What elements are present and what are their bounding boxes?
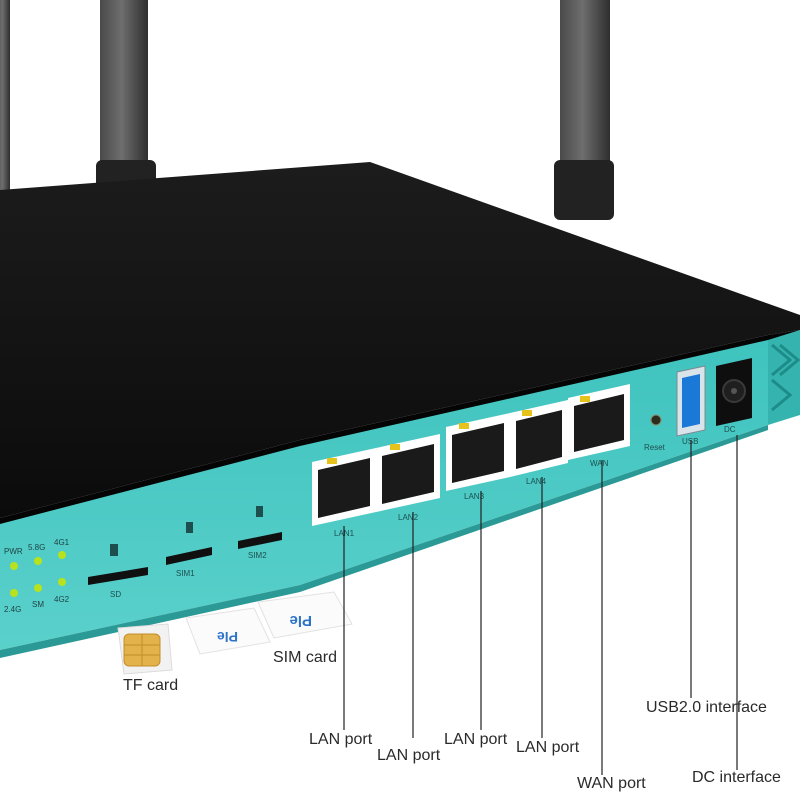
antenna-right-base [554,160,614,220]
antenna-left-edge [0,0,10,200]
sim1-label: SIM1 [176,569,195,578]
sd-slot [88,567,148,585]
sim2-slot [238,532,282,549]
callout-usb-interface: USB2.0 interface [646,699,767,716]
antenna-right [560,0,610,180]
led-pwr [10,562,18,570]
sim-card-2: Ple [257,591,353,639]
sim2-label: SIM2 [248,551,267,560]
callout-lan-port-1: LAN port [309,731,373,748]
tf-card [117,623,173,675]
port-wan-label: WAN [590,459,609,468]
port-lan3-label: LAN3 [464,492,485,501]
led-group: PWR 5.8G 4G1 2.4G SM 4G2 [4,538,70,614]
led-label-24g: 2.4G [4,605,21,614]
led-label-pwr: PWR [4,547,23,556]
usb-port-blue [682,374,700,428]
port-lan1: LAN1 [312,448,376,538]
port-lan2-label: LAN2 [398,513,419,522]
reset-button [650,414,662,426]
antenna-left [100,0,148,185]
sim-card-1-logo: Ple [217,629,238,645]
led-label-4g2: 4G2 [54,595,70,604]
sim-card-2-logo: Ple [289,612,312,629]
accessories: Ple Ple [117,591,353,675]
sim1-slot [166,547,212,565]
port-lan3: LAN3 [446,413,510,501]
callout-sim-card: SIM card [273,649,338,666]
card-slots: SD SIM1 SIM2 [88,506,282,599]
led-4g1 [58,551,66,559]
callout-lan-port-2: LAN port [377,747,441,764]
sd-label: SD [110,590,121,599]
right-connectors: Reset USB DC [644,358,752,452]
led-5g [34,557,42,565]
port-lan2: LAN2 [376,434,440,522]
dc-label: DC [724,425,736,434]
led-sm [34,584,42,592]
port-lan4: LAN4 [510,400,568,486]
sd-icon [110,544,118,556]
sim2-icon [256,506,263,517]
callout-lines [343,435,738,775]
sim-card-1: Ple [185,607,271,655]
led-label-4g1: 4G1 [54,538,70,547]
port-wan: WAN [568,384,630,468]
router-top-surface [0,162,800,518]
callout-tf-card: TF card [123,677,179,694]
led-4g2 [58,578,66,586]
reset-label: Reset [644,443,666,452]
callout-wan-port: WAN port [577,775,646,792]
led-24g [10,589,18,597]
led-label-sm: SM [32,600,44,609]
callout-lan-port-3: LAN port [444,731,508,748]
callout-lan-port-4: LAN port [516,739,580,756]
callout-dc-interface: DC interface [692,769,781,786]
router-bottom-shade [0,425,768,658]
dc-pin [731,388,737,394]
sim1-icon [186,522,193,533]
side-panel-stripes [771,343,800,412]
led-label-5g: 5.8G [28,543,45,552]
port-lan4-label: LAN4 [526,477,547,486]
usb-label: USB [682,437,698,446]
ethernet-ports: LAN1 LAN2 LAN3 LAN4 WAN [312,384,630,538]
